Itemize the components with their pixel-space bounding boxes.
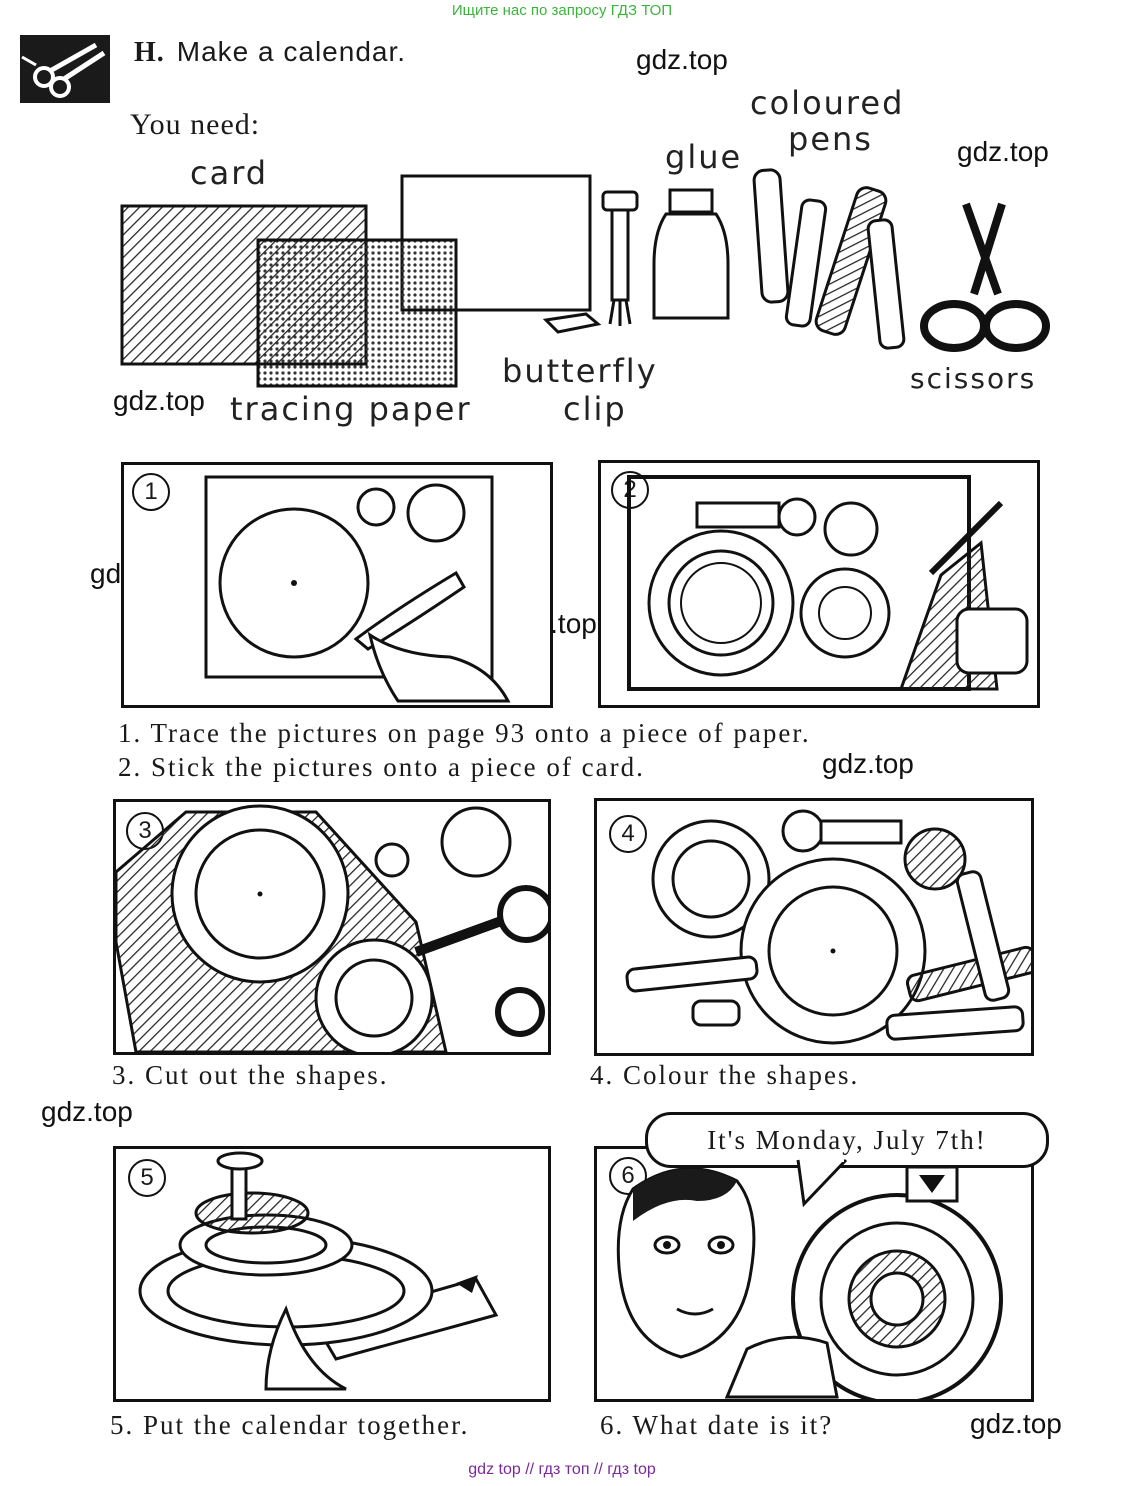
section-title: H. Make a calendar. bbox=[134, 36, 406, 69]
step-2-panel: 2 bbox=[598, 460, 1040, 708]
step-5-panel: 5 bbox=[113, 1146, 551, 1402]
label-coloured: coloured bbox=[750, 84, 905, 122]
step-3-panel: 3 bbox=[113, 799, 551, 1055]
step-4-caption: 4. Colour the shapes. bbox=[590, 1060, 860, 1090]
label-butterfly: butterfly bbox=[502, 352, 658, 390]
label-tracing-paper: tracing paper bbox=[230, 390, 472, 428]
watermark: gdz.top bbox=[970, 1408, 1062, 1439]
step-4-panel: 4 bbox=[594, 798, 1034, 1056]
step-6-caption: 6. What date is it? bbox=[600, 1410, 834, 1440]
section-letter: H. bbox=[134, 37, 165, 68]
materials-illustration bbox=[118, 160, 1058, 390]
watermark: gdz.top bbox=[113, 385, 205, 416]
speech-bubble-tail bbox=[796, 1158, 848, 1208]
label-card: card bbox=[190, 154, 269, 192]
watermark: gdz.top bbox=[636, 44, 728, 75]
label-scissors: scissors bbox=[910, 362, 1037, 395]
watermark: gdz.top bbox=[41, 1096, 133, 1127]
step-1-panel: 1 bbox=[121, 462, 553, 708]
watermark: gdz.top bbox=[957, 136, 1049, 167]
watermark: gdz.top bbox=[822, 748, 914, 779]
materials-heading: You need: bbox=[130, 108, 261, 141]
step-6-number: 6 bbox=[609, 1157, 647, 1195]
bottom-banner: gdz top // гдз топ // гдз top bbox=[468, 1461, 656, 1478]
top-banner: Ищите нас по запросу ГДЗ ТОП bbox=[451, 2, 673, 19]
step-4-number: 4 bbox=[609, 815, 647, 853]
scissors-icon bbox=[20, 35, 110, 103]
step-2-caption: 2. Stick the pictures onto a piece of ca… bbox=[118, 752, 645, 782]
step-5-number: 5 bbox=[128, 1159, 166, 1197]
speech-bubble: It's Monday, July 7th! bbox=[645, 1112, 1049, 1168]
label-clip: clip bbox=[563, 390, 627, 428]
step-3-caption: 3. Cut out the shapes. bbox=[112, 1060, 389, 1090]
step-1-number: 1 bbox=[132, 473, 170, 511]
step-1-caption: 1. Trace the pictures on page 93 onto a … bbox=[118, 718, 811, 748]
section-title-text: Make a calendar. bbox=[176, 36, 407, 67]
label-pens: pens bbox=[788, 120, 873, 158]
step-5-caption: 5. Put the calendar together. bbox=[110, 1410, 470, 1440]
label-glue: glue bbox=[665, 138, 743, 176]
